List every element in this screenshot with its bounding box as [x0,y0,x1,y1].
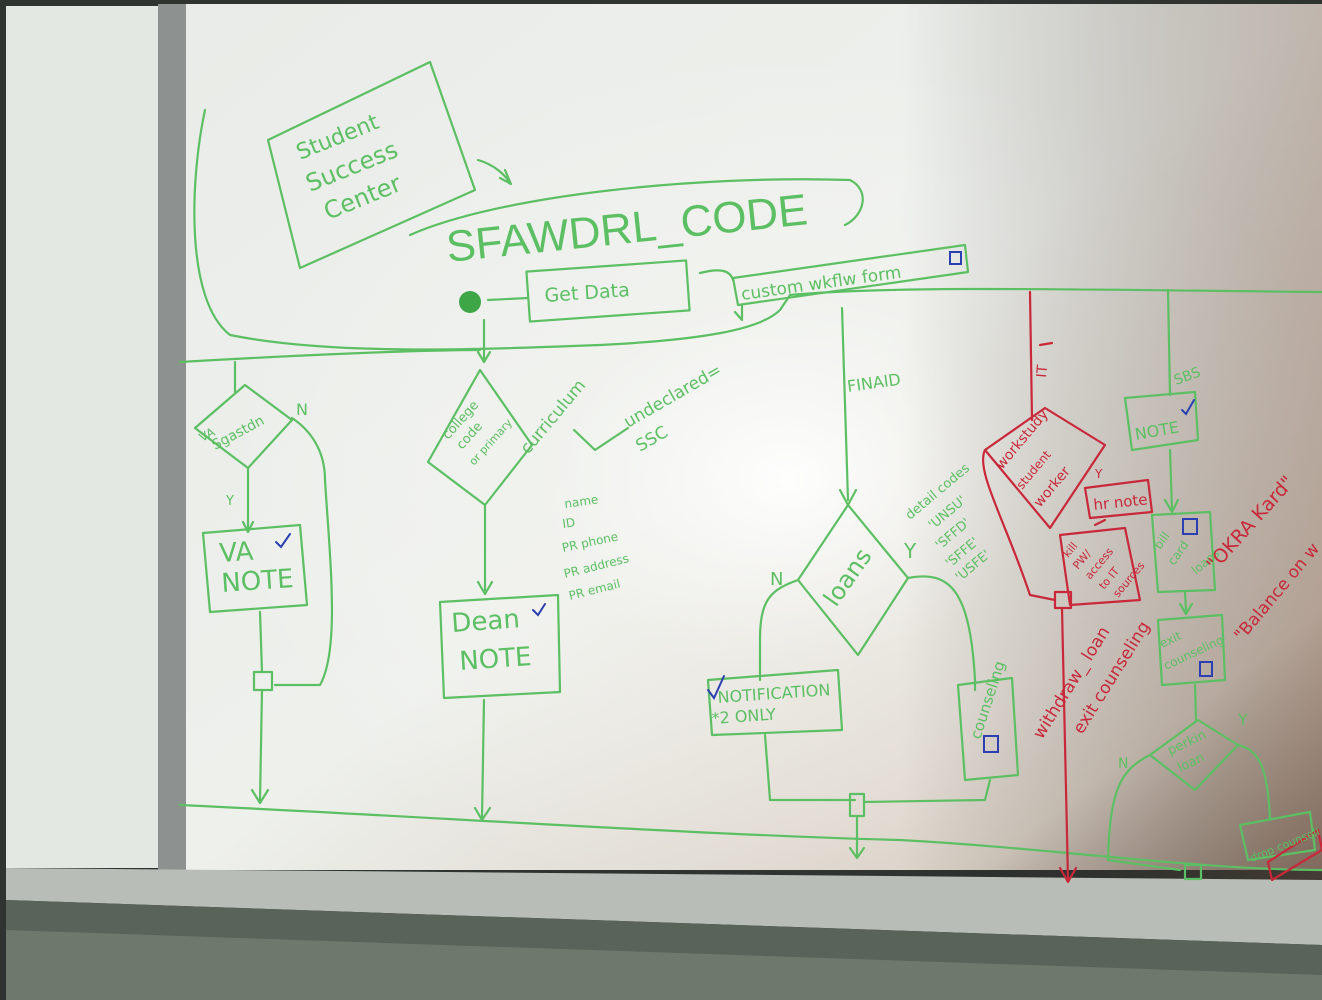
field-name: name [563,492,599,511]
loans-no-label: N [770,569,783,590]
va-decision [193,383,294,470]
va-no-label: N [296,400,308,419]
loans-yes-label: Y [903,539,917,563]
marker-tray [6,868,1322,945]
va-yes-label: Y [225,494,234,509]
dean-note-label-2: NOTE [458,642,532,677]
perkins-yes-label: Y [1237,710,1248,729]
hr-note-label: hr note [1093,490,1149,514]
ssc-box [266,60,477,270]
board-divider [158,4,188,870]
workstudy-yes-label: Y [1094,467,1103,481]
va-note-box [201,523,309,614]
notification-label-2: *2 ONLY [711,705,777,728]
workstudy-decision [983,406,1107,530]
perkins-no-label: N [1118,756,1128,772]
exit-counseling-box [1156,613,1227,687]
dean-note-box [438,593,562,700]
field-id: ID [561,515,576,531]
va-note-label-1: VA [218,537,254,569]
sbs-note-box [1123,390,1200,452]
college-decision [426,368,534,507]
it-label: IT [1034,364,1051,378]
hr-note-box [1083,478,1154,520]
va-note-label-2: NOTE [220,564,294,599]
left-board-panel [6,6,158,868]
va-decision-label-1: VA [197,425,218,445]
bill-card-box [1150,510,1217,594]
counseling-box [956,676,1020,782]
start-node [459,291,481,313]
kill-access-box [1058,526,1142,607]
dean-note-label-1: Dean [450,604,520,639]
notification-box [706,668,844,737]
get-data-box [525,259,691,323]
